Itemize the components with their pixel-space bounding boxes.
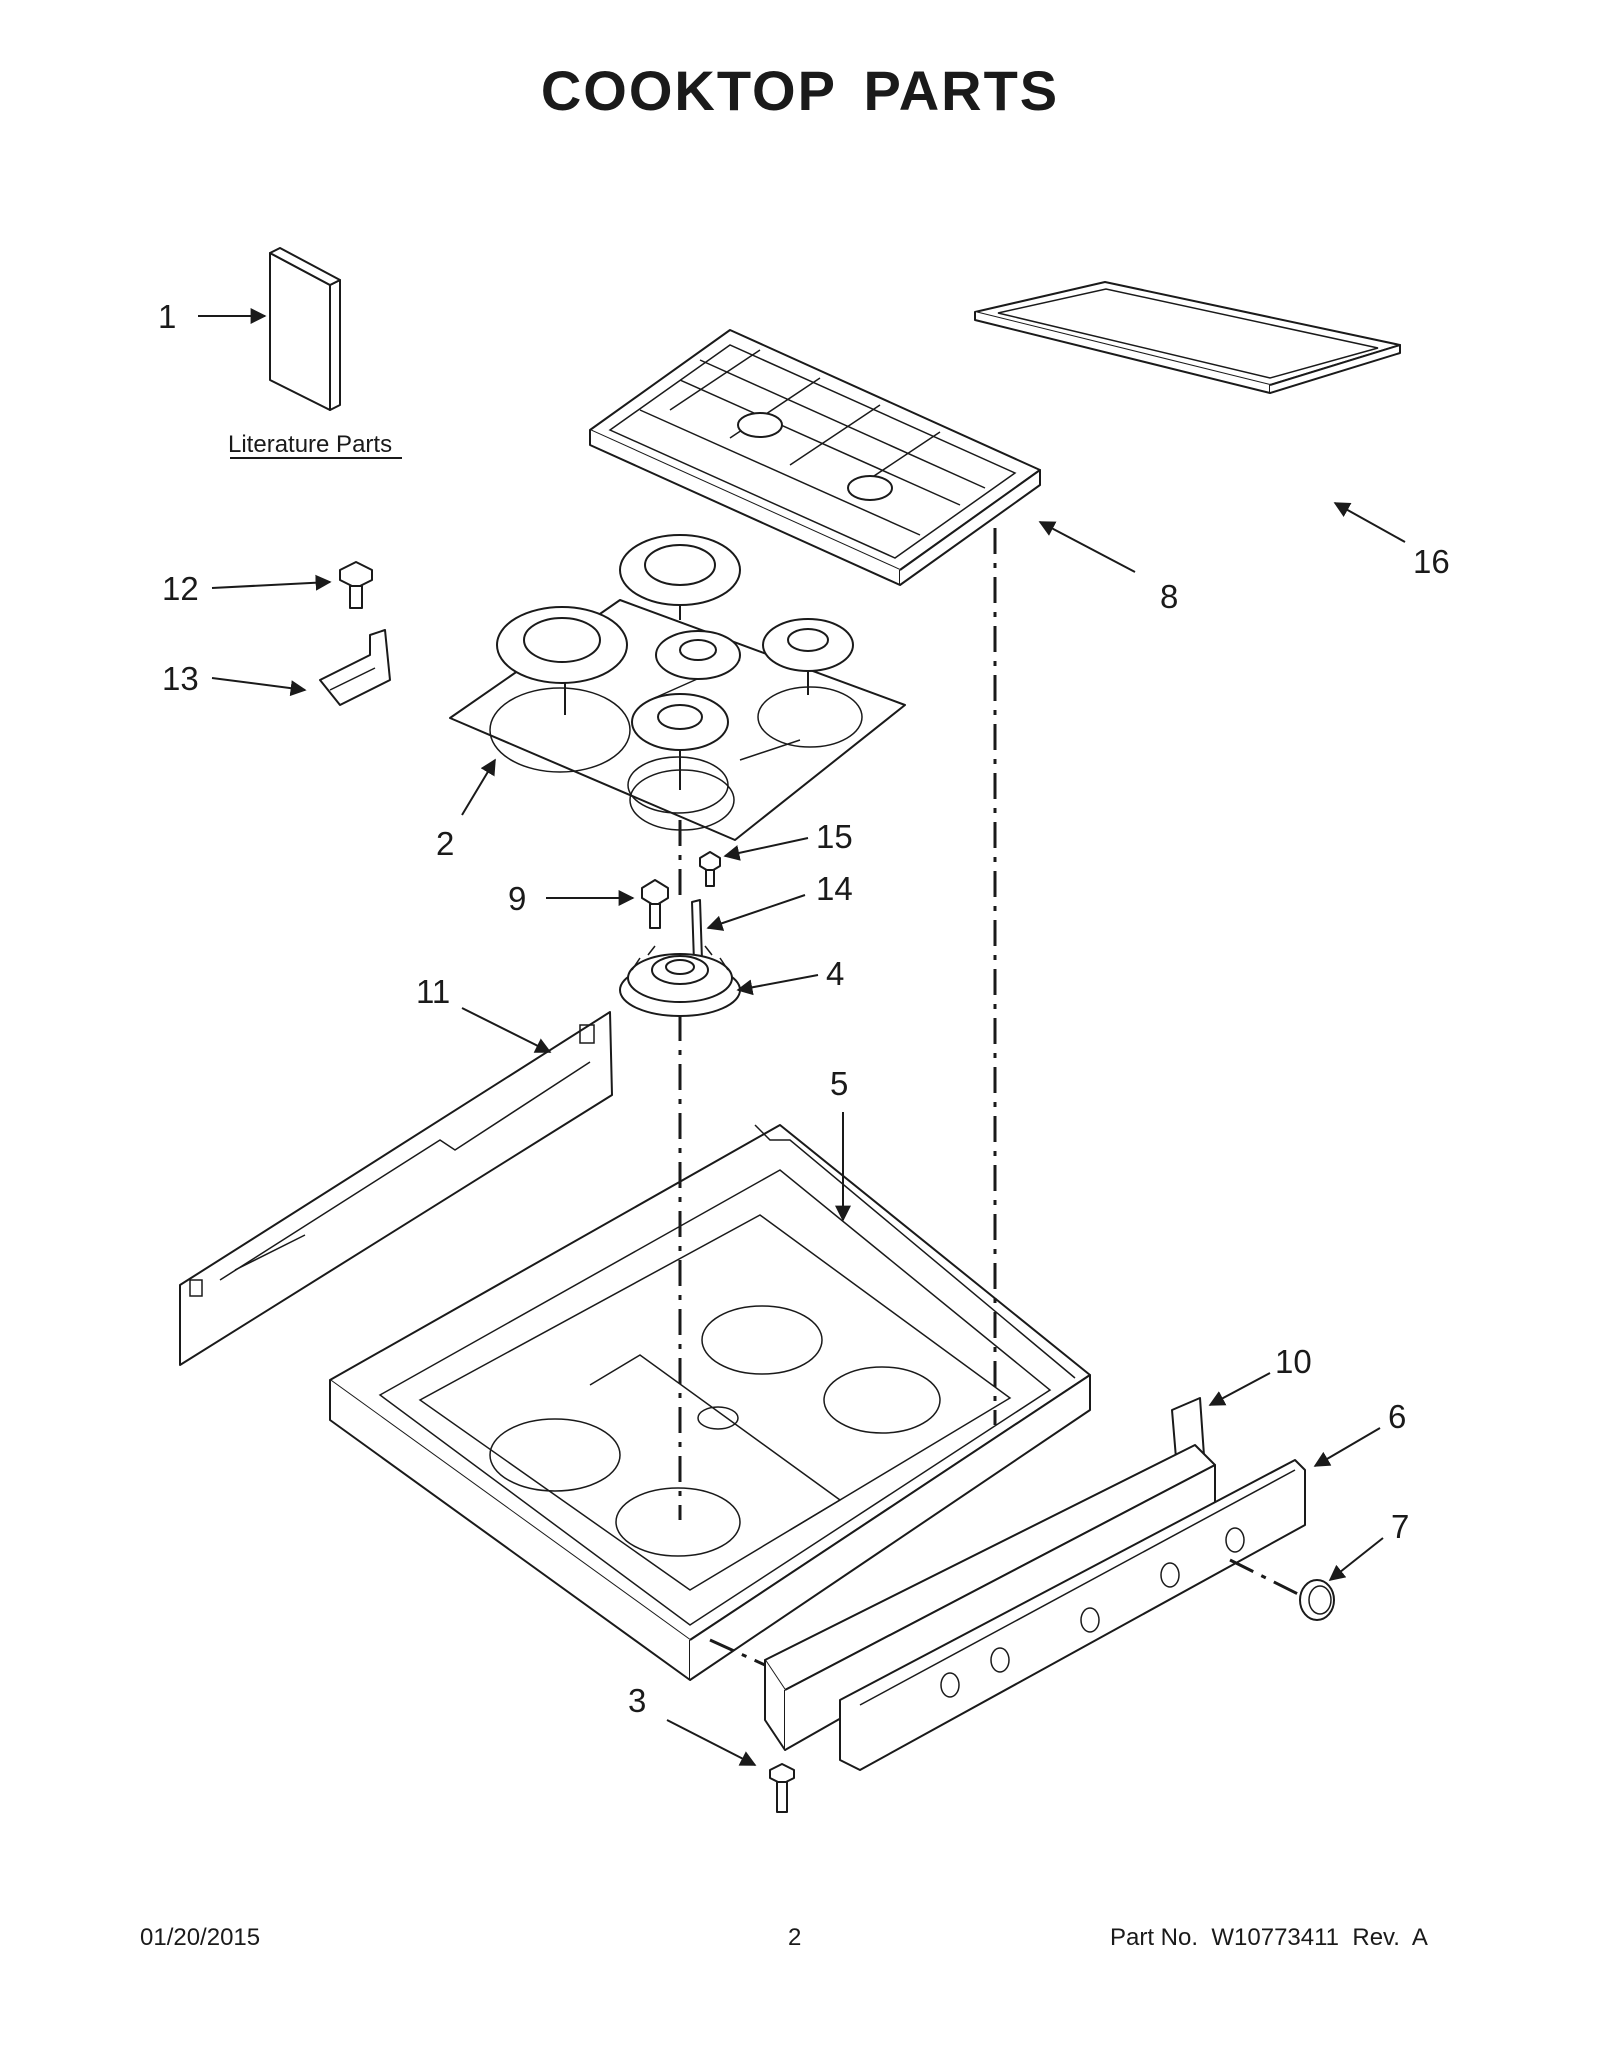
griddle-part (974, 281, 1401, 394)
callout-3: 3 (628, 1682, 646, 1719)
main-top-part (329, 1124, 1091, 1681)
footer-part-number: Part No. W10773411 Rev. A (1110, 1924, 1428, 1951)
callout-9: 9 (508, 880, 526, 917)
screw-part-9 (641, 879, 669, 929)
callout-8: 8 (1160, 578, 1178, 615)
callout-7: 7 (1391, 1508, 1409, 1545)
screw-part-3 (769, 1763, 795, 1813)
callout-1: 1 (158, 298, 176, 335)
grate-part (589, 329, 1041, 586)
igniter-part-14 (691, 899, 703, 963)
footer-date: 01/20/2015 (140, 1924, 261, 1951)
manifold-panel-part (764, 1444, 1306, 1771)
literature-caption: Literature Parts (228, 431, 392, 458)
rear-panel-part (179, 1011, 613, 1366)
callout-2: 2 (436, 825, 454, 862)
callout-15: 15 (816, 818, 853, 855)
callout-5: 5 (830, 1065, 848, 1102)
knob-cap-part-7 (1299, 1579, 1335, 1621)
callout-11: 11 (416, 973, 450, 1010)
screw-part-12 (339, 561, 373, 609)
bracket-part-13 (319, 629, 391, 706)
cooktop-panel-part (449, 534, 906, 841)
literature-part (269, 247, 341, 411)
screw-part-15 (699, 851, 721, 887)
callout-10: 10 (1275, 1343, 1312, 1380)
callout-13: 13 (162, 660, 199, 697)
page-title: COOKTOP PARTS (540, 59, 1060, 122)
callout-12: 12 (162, 570, 199, 607)
footer-page-number: 2 (788, 1924, 802, 1951)
burner-base-part (619, 945, 741, 1017)
callout-6: 6 (1388, 1398, 1406, 1435)
callout-4: 4 (826, 955, 844, 992)
callout-14: 14 (816, 870, 853, 907)
callout-16: 16 (1413, 543, 1450, 580)
